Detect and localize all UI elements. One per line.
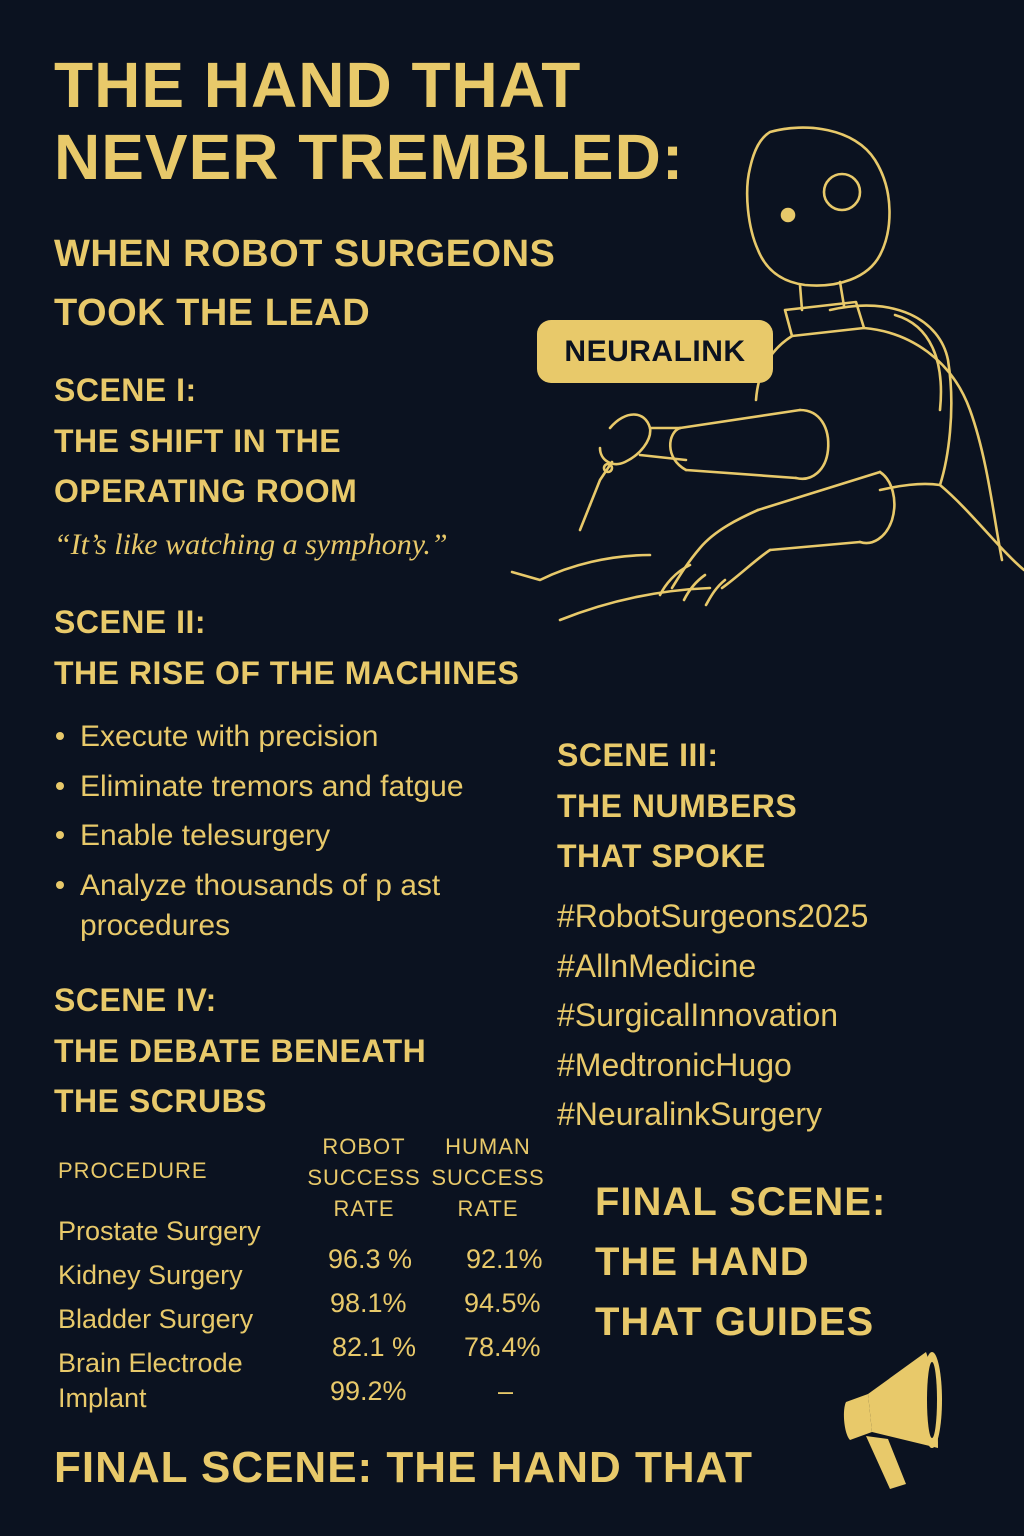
scene-1-quote: “It’s like watching a symphony.” (54, 528, 448, 561)
footer-heading: FINAL SCENE: THE HAND THAT (54, 1443, 754, 1492)
poster-title: THE HAND THAT NEVER TREMBLED: (54, 49, 685, 193)
table-cell-human: 92.1% (466, 1244, 543, 1274)
scene-4-heading: SCENE IV: THE DEBATE BENEATH THE SCRUBS (54, 982, 427, 1120)
table-cell-procedure: Prostate Surgery (58, 1216, 261, 1246)
robot-surgeon-illustration (510, 126, 1024, 622)
table-cell-procedure: Brain Electrode Implant (58, 1348, 243, 1414)
hashtag[interactable]: #AllnMedicine (557, 947, 757, 984)
table-header-robot: ROBOT SUCCESS RATE (307, 1134, 421, 1221)
hashtag-list: #RobotSurgeons2025 #AllnMedicine #Surgic… (557, 892, 997, 1140)
table-header-procedure: PROCEDURE (58, 1158, 208, 1183)
table-cell-robot: 99.2% (330, 1376, 407, 1406)
hashtag[interactable]: #MedtronicHugo (557, 1046, 792, 1083)
hashtag[interactable]: #RobotSurgeons2025 (557, 898, 869, 934)
megaphone-icon (843, 1352, 942, 1489)
table-cell-procedure: Kidney Surgery (58, 1260, 243, 1290)
poster-subtitle: WHEN ROBOT SURGEONS TOOK THE LEAD (54, 233, 556, 334)
scene-3-heading: SCENE III: THE NUMBERS THAT SPOKE (557, 737, 798, 875)
table-cell-human: – (498, 1376, 514, 1406)
hashtag[interactable]: #NeuralinkSurgery (557, 1096, 823, 1133)
scene-2-bullet-list: Execute with precision Eliminate tremors… (54, 712, 544, 947)
table-cell-robot: 96.3 % (328, 1244, 413, 1274)
table-cell-procedure: Bladder Surgery (58, 1304, 254, 1334)
list-item: Enable telesurgery (54, 811, 544, 861)
scene-1-heading: SCENE I: THE SHIFT IN THE OPERATING ROOM (54, 372, 358, 510)
list-item: Analyze thousands of p ast procedures (54, 861, 544, 947)
final-scene-heading: FINAL SCENE: THE HAND THAT GUIDES (595, 1180, 887, 1344)
table-cell-robot: 82.1 % (332, 1332, 417, 1362)
list-item: Eliminate tremors and fatgue (54, 762, 544, 812)
table-cell-human: 94.5% (464, 1288, 541, 1318)
table-cell-human: 78.4% (464, 1332, 541, 1362)
table-cell-robot: 98.1% (330, 1288, 407, 1318)
bullet-icon (56, 732, 64, 740)
bullet-icon (56, 880, 64, 889)
bullet-icon (56, 831, 64, 839)
table-header-human: HUMAN SUCCESS RATE (431, 1134, 545, 1221)
neuralink-badge: NEURALINK (537, 320, 773, 383)
list-item: Execute with precision (54, 712, 544, 762)
scene-2-heading: SCENE II: THE RISE OF THE MACHINES (54, 604, 520, 691)
hashtag[interactable]: #SurgicalInnovation (557, 997, 839, 1034)
bullet-icon (56, 781, 64, 790)
